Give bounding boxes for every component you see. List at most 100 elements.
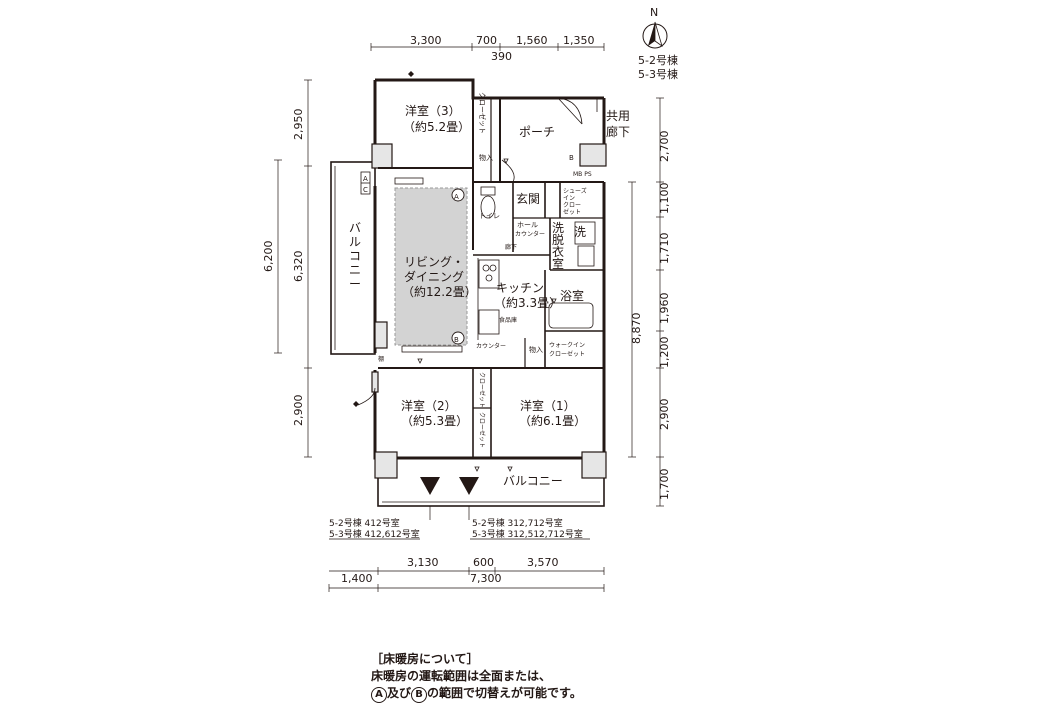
dim-right-6: 2,900 — [658, 399, 671, 431]
kitchen-size: （約3.3畳） — [494, 295, 561, 310]
shoe-closet-line3: クロー — [563, 202, 581, 209]
smoke-detector-icon — [353, 71, 414, 407]
unit-list-right-1: 5-2号棟 312,712号室 — [472, 517, 563, 529]
closet2-lower-label: クローゼット — [478, 412, 486, 448]
shoe-closet-line4: ゼット — [563, 208, 581, 216]
pantry-label: 食品庫 — [499, 316, 517, 324]
note-join: 及び — [387, 686, 412, 700]
interior-walls — [378, 80, 604, 458]
zone-b-label: B — [454, 336, 459, 344]
dim-right-outer: 8,870 — [630, 313, 643, 345]
bottom-dimension-lines — [328, 567, 605, 592]
bath-label: 浴室 — [560, 288, 584, 303]
floor-heating-unit-marks — [394, 177, 463, 353]
room-western2-name: 洋室（2） — [401, 398, 457, 413]
kitchen-stove-fixture — [478, 259, 500, 335]
balcony-bottom-area — [377, 457, 605, 507]
note-zone-a: A — [371, 687, 387, 703]
dim-left-inner-2: 6,320 — [292, 251, 305, 283]
corridor-label: 廊下 — [505, 243, 517, 251]
ventilation-icon — [420, 477, 479, 495]
dressing-char-4: 室 — [552, 256, 564, 271]
dim-right-5: 1,200 — [658, 337, 671, 369]
dim-bottom-left: 1,400 — [341, 572, 373, 585]
dim-top-4: 1,350 — [563, 34, 595, 47]
dim-bottom-3: 3,570 — [527, 556, 559, 569]
balcony-left-char-1: バ — [349, 221, 361, 235]
left-dimension-lines — [274, 79, 312, 458]
zone-b-marker — [451, 331, 465, 345]
balcony-left-char-4: ニ — [349, 263, 361, 277]
dim-bottom-2: 600 — [473, 556, 494, 569]
dressing-char-1: 洗 — [552, 221, 564, 235]
mbps-b-label: B — [569, 154, 574, 162]
entrance-label: 玄関 — [516, 191, 540, 206]
dim-right-3: 1,710 — [658, 233, 671, 265]
hall-label: ホール — [517, 221, 538, 229]
dim-right-7: 1,700 — [658, 469, 671, 501]
zone-a-label: A — [454, 193, 459, 201]
door-swings — [357, 97, 598, 406]
dressing-char-2: 脱 — [552, 232, 564, 247]
right-dimension-lines — [628, 97, 664, 507]
common-corridor-line2: 廊下 — [606, 124, 630, 139]
building-label-5-3: 5-3号棟 — [638, 67, 678, 81]
common-corridor-line1: 共用 — [606, 109, 630, 123]
closet3-label: クローゼット — [478, 92, 487, 134]
wash-label: 洗 — [574, 225, 586, 239]
outlet-markers — [417, 158, 557, 472]
storage-mid-label: 物入 — [529, 345, 543, 354]
wash-basin-fixture — [574, 221, 596, 267]
unit-list-right-2: 5-3号棟 312,512,712号室 — [472, 528, 583, 540]
room-western3-name: 洋室（3） — [405, 103, 461, 118]
balcony-left-char-3: コ — [349, 249, 361, 263]
storage-top-label: 物入 — [479, 153, 493, 162]
shoe-closet-line1: シューズ — [563, 187, 587, 195]
dim-left-inner-1: 2,950 — [292, 109, 305, 141]
porch-label: ポーチ — [519, 125, 555, 139]
living-size: （約12.2畳） — [402, 284, 477, 299]
shoe-rack-label: 棚 — [378, 355, 384, 363]
living-label-line1: リビング・ — [404, 255, 464, 269]
dim-left-inner-3: 2,900 — [292, 395, 305, 427]
dim-right-4: 1,960 — [658, 293, 671, 325]
dim-left-outer: 6,200 — [262, 241, 275, 273]
dim-top-1: 3,300 — [410, 34, 442, 47]
kitchen-label: キッチン — [496, 281, 544, 295]
toilet-fixture — [480, 186, 496, 219]
dim-top-2: 700 — [476, 34, 497, 47]
living-label-line2: ダイニング — [404, 269, 464, 284]
dim-right-2: 1,100 — [658, 183, 671, 215]
closet2-upper-label: クローゼット — [478, 372, 486, 408]
dim-top-3: 1,560 — [516, 34, 548, 47]
ac-label-a: A — [363, 175, 368, 183]
note-rest: の範囲で切替えが可能です。 — [427, 686, 582, 700]
note-zone-b: B — [411, 687, 428, 703]
balcony-left-char-2: ル — [349, 235, 361, 249]
window-ac-marks — [360, 171, 371, 195]
unit-list-left-2: 5-3号棟 412,612号室 — [329, 528, 420, 540]
floor-heating-zone — [394, 187, 468, 346]
outer-walls — [371, 78, 607, 479]
unit-list-left-1: 5-2号棟 412号室 — [329, 517, 400, 529]
dim-top-sub: 390 — [491, 50, 512, 63]
walkin-line1: ウォークイン — [549, 341, 585, 349]
room-western1-size: （約6.1畳） — [519, 413, 586, 428]
zone-a-marker — [451, 188, 465, 202]
room-western3-size: （約5.2畳） — [403, 119, 470, 134]
room-western1-name: 洋室（1） — [520, 398, 576, 413]
compass-label: N — [650, 6, 658, 19]
hall-counter-label: カウンター — [515, 230, 545, 238]
balcony-bottom-label: バルコニー — [503, 474, 563, 488]
ac-label-c: C — [363, 186, 368, 194]
dressing-char-3: 衣 — [552, 244, 564, 259]
top-dimension-line — [370, 43, 605, 51]
toilet-label: トイレ — [479, 212, 500, 220]
north-arrow-icon — [642, 21, 668, 49]
dim-bottom-1: 3,130 — [407, 556, 439, 569]
mbps-label: MB PS — [573, 171, 592, 178]
dim-right-1: 2,700 — [658, 131, 671, 163]
